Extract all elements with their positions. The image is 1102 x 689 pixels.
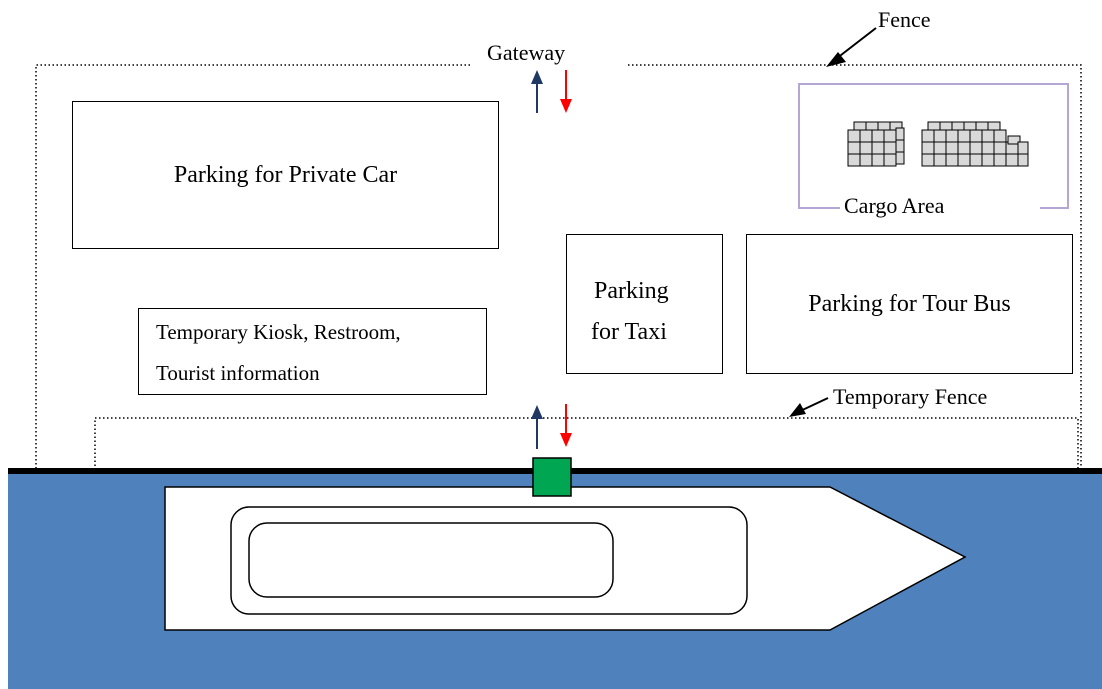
taxi-parking-label-line2: for Taxi — [591, 319, 667, 345]
taxi-parking: Parking for Taxi — [566, 234, 723, 374]
temporary-fence-label: Temporary Fence — [833, 384, 988, 409]
cruise-ship — [164, 486, 967, 631]
fence-pointer-arrow — [826, 27, 877, 67]
gateway-arrow-in-icon — [531, 70, 543, 113]
private-car-parking: Parking for Private Car — [72, 101, 499, 249]
outer-fence — [35, 64, 1082, 470]
gateway-arrow-out-icon — [560, 70, 572, 113]
ship-deck-inner — [248, 522, 614, 598]
gateway-label: Gateway — [487, 40, 566, 65]
temporary-fence-pointer-arrow — [789, 397, 829, 417]
cargo-boxes-icon — [847, 121, 1029, 167]
private-car-parking-label: Parking for Private Car — [173, 161, 398, 188]
kiosk-area: Temporary Kiosk, Restroom, Tourist infor… — [138, 308, 487, 395]
gangway-square — [532, 457, 572, 497]
fence-label: Fence — [878, 7, 931, 32]
cargo-area-border — [798, 83, 1069, 209]
gangway-arrow-in-icon — [531, 405, 543, 449]
kiosk-label-line1: Temporary Kiosk, Restroom, — [156, 320, 401, 344]
kiosk-label-line2: Tourist information — [156, 361, 320, 385]
tour-bus-parking-label: Parking for Tour Bus — [808, 290, 1011, 317]
taxi-parking-label-line1: Parking — [594, 278, 669, 304]
gangway-arrow-out-icon — [560, 404, 572, 447]
cargo-area-label: Cargo Area — [844, 193, 945, 218]
tour-bus-parking: Parking for Tour Bus — [746, 234, 1073, 374]
temporary-fence — [94, 417, 1079, 470]
